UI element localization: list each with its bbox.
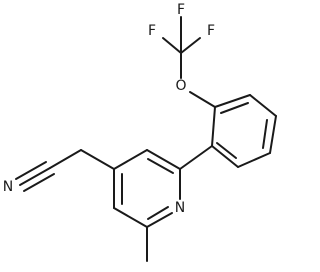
structure-canvas: F F F O N N [2, 2, 277, 262]
bond-pyridine-c6-n [146, 212, 173, 228]
bond-pyridine-c2-c3 [146, 149, 181, 170]
bond-benzene-5 [211, 145, 239, 168]
bond-pyridine-c3-c4 [113, 149, 148, 170]
bond-benzene-4 [237, 152, 271, 168]
bond-benzene-2 [249, 94, 277, 117]
bond-triple-outer-3 [23, 173, 55, 192]
bond-benzene-3 [269, 115, 277, 154]
bond-pyridine-inner-1 [147, 158, 174, 174]
bond-benzene-1 [214, 94, 251, 108]
fluorine-label-right: F [207, 23, 215, 39]
fluorine-label-left: F [148, 23, 156, 39]
nitrile-nitrogen-label: N [3, 179, 13, 195]
bond-pyridine-inner-3 [147, 206, 169, 220]
molecule-diagram: F F F O N N [3, 2, 277, 262]
bond-c-f-left [162, 37, 182, 54]
bond-pyridine-c5-c6 [113, 207, 148, 228]
bond-ring-ch2 [80, 149, 115, 170]
fluorine-label-top: F [177, 2, 185, 18]
bond-triple-outer-2 [15, 161, 47, 180]
bond-benzene-inner-3 [216, 142, 237, 159]
bond-o-aryl [189, 91, 216, 108]
bond-benzene-inner-2 [262, 119, 268, 149]
ring-nitrogen-label: N [175, 200, 185, 216]
bond-ch2-cn [49, 149, 82, 169]
bond-c-f-right [180, 37, 201, 54]
bond-benzene-inner-1 [220, 102, 249, 114]
oxygen-label: O [175, 78, 186, 94]
bond-biaryl [179, 145, 213, 170]
bond-triple-outer-1 [19, 167, 51, 186]
bond-benzene-6 [211, 106, 216, 147]
